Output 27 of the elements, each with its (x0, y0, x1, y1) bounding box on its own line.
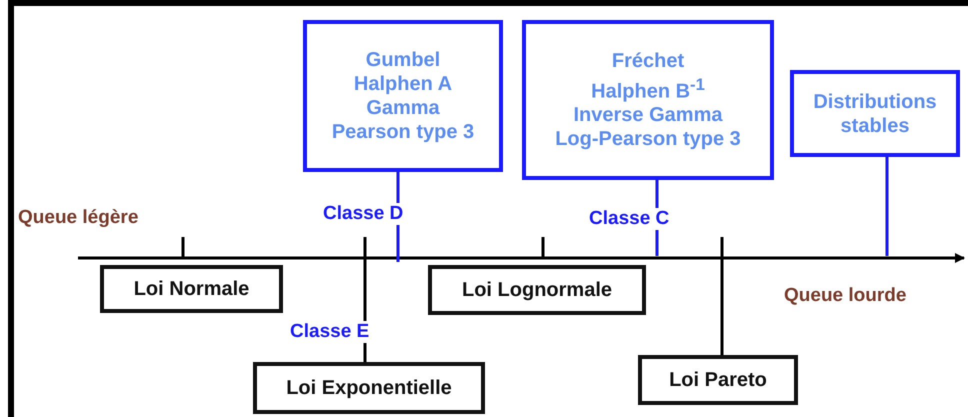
box-text: Halphen A (354, 72, 452, 96)
box-text: Pearson type 3 (332, 120, 474, 144)
axis-end-label: Queue légère (16, 207, 140, 229)
box-text: Log-Pearson type 3 (555, 127, 741, 152)
box-text: Loi Lognormale (462, 278, 612, 302)
law-box (253, 362, 485, 414)
law-box (428, 265, 646, 315)
box-text: Fréchet (612, 48, 684, 73)
law-box (638, 355, 798, 405)
axis-end-label: Queue lourde (782, 285, 908, 307)
box-text: Loi Normale (134, 277, 250, 301)
class-box (790, 70, 960, 157)
box-text: Loi Exponentielle (286, 376, 452, 400)
box-text: Loi Pareto (669, 368, 767, 392)
box-text: Gumbel (366, 48, 440, 72)
box-text: Distributions stables (812, 90, 938, 138)
class-box (303, 20, 503, 172)
box-text: Gamma (366, 96, 440, 120)
law-box (100, 265, 283, 313)
connector-line (720, 237, 724, 355)
connector-line (886, 157, 888, 256)
box-text: Halphen B$^{-1}$ (591, 74, 705, 104)
class-label: Classe E (288, 321, 372, 343)
class-box (522, 20, 774, 180)
class-label: Classe C (587, 208, 672, 230)
box-text: Inverse Gamma (574, 103, 722, 128)
class-label: Classe D (321, 203, 406, 225)
